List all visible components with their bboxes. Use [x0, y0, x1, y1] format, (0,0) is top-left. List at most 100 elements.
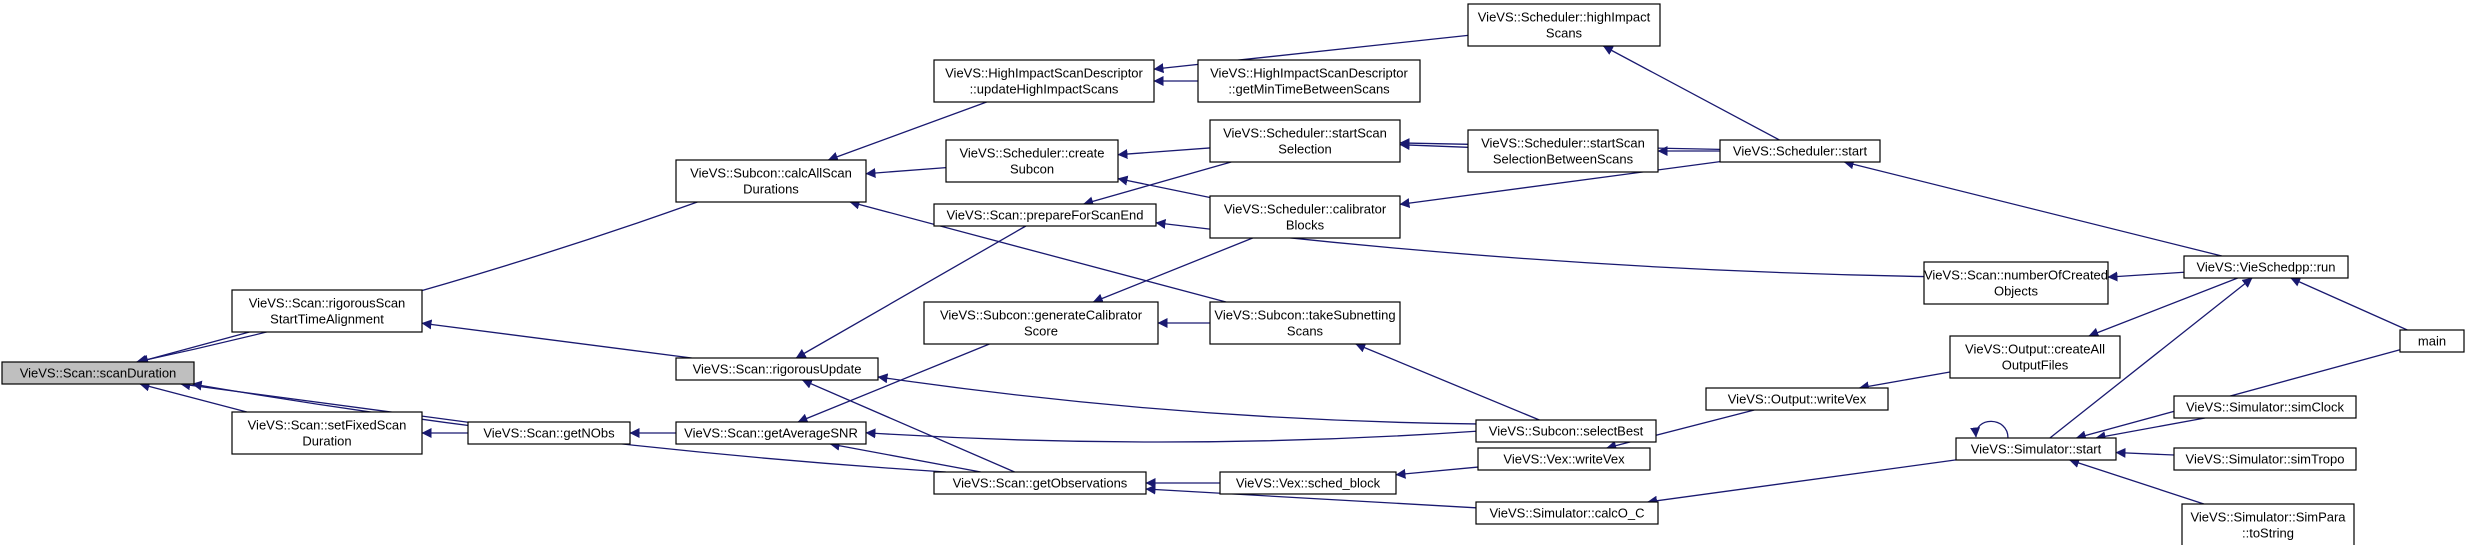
edge-rigorousScanStartTimeAlignment-to-scanDuration: [138, 331, 250, 365]
node-label-createSubcon-0: VieVS::Scheduler::create: [959, 146, 1104, 161]
node-box-updateHighImpactScans: [933, 59, 1155, 103]
node-label-simulatorStart-0: VieVS::Simulator::start: [1971, 442, 2102, 457]
node-startScanSelectionBetweenScans[interactable]: VieVS::Scheduler::startScanSelectionBetw…: [1467, 129, 1659, 173]
node-box-calibratorBlocks: [1209, 195, 1401, 239]
node-label-getAverageSNR-0: VieVS::Scan::getAverageSNR: [684, 426, 858, 441]
node-simulatorStart[interactable]: VieVS::Simulator::start: [1955, 437, 2117, 461]
node-box-simClock: [2173, 395, 2357, 419]
node-box-setFixedScanDuration: [231, 411, 423, 455]
node-rigorousScanStartTimeAlignment[interactable]: VieVS::Scan::rigorousScanStartTimeAlignm…: [231, 289, 423, 333]
edge-vieSchedppRun-to-numberOfCreatedObjects: [2107, 271, 2185, 282]
node-selectBest[interactable]: VieVS::Subcon::selectBest: [1475, 419, 1657, 443]
node-label-simParaToString-0: VieVS::Simulator::SimPara: [2190, 510, 2346, 525]
node-label-prepareForScanEnd-0: VieVS::Scan::prepareForScanEnd: [946, 208, 1143, 223]
node-getMinTimeBetweenScans[interactable]: VieVS::HighImpactScanDescriptor::getMinT…: [1197, 59, 1421, 103]
node-box-takeSubnettingScans: [1209, 301, 1401, 345]
node-label-generateCalibratorScore-0: VieVS::Subcon::generateCalibrator: [940, 308, 1143, 323]
node-label-schedulerStart-0: VieVS::Scheduler::start: [1733, 144, 1868, 159]
edge-selectBest-to-getAverageSNR: [865, 428, 1477, 443]
edge-createSubcon-to-calcAllScanDurations: [865, 166, 947, 178]
node-getAverageSNR[interactable]: VieVS::Scan::getAverageSNR: [675, 421, 867, 445]
node-label-startScanSelection-0: VieVS::Scheduler::startScan: [1223, 126, 1387, 141]
edge-prepareForScanEnd-to-rigorousUpdate: [795, 225, 1027, 359]
node-box-createSubcon: [945, 139, 1119, 183]
edge-calibratorBlocks-to-createSubcon: [1117, 175, 1211, 199]
node-label-getObservations-0: VieVS::Scan::getObservations: [953, 476, 1128, 491]
node-main[interactable]: main: [2399, 329, 2465, 353]
node-vieSchedppRun[interactable]: VieVS::VieSchedpp::run: [2183, 255, 2349, 279]
node-vexWriteVex[interactable]: VieVS::Vex::writeVex: [1477, 447, 1651, 471]
edge-layer: [136, 34, 2408, 509]
node-box-vieSchedppRun: [2183, 255, 2349, 279]
node-box-scanDuration: [1, 361, 195, 385]
node-getNObs[interactable]: VieVS::Scan::getNObs: [467, 421, 631, 445]
node-simParaToString[interactable]: VieVS::Simulator::SimPara::toString: [2181, 503, 2355, 545]
node-box-createAllOutputFiles: [1949, 335, 2121, 379]
edge-selectBest-to-rigorousUpdate: [877, 373, 1477, 425]
node-label-generateCalibratorScore-1: Score: [1024, 324, 1058, 339]
edge-vieSchedppRun-to-schedulerStart: [1843, 159, 2222, 257]
node-label-createSubcon-1: Subcon: [1010, 162, 1054, 177]
node-label-vieSchedppRun-0: VieVS::VieSchedpp::run: [2196, 260, 2335, 275]
node-simClock[interactable]: VieVS::Simulator::simClock: [2173, 395, 2357, 419]
node-label-scanDuration-0: VieVS::Scan::scanDuration: [20, 366, 177, 381]
edge-simulatorStart-to-simulatorStart: [1970, 420, 2009, 439]
edge-schedulerStart-to-highImpactScans: [1602, 45, 1780, 141]
node-box-generateCalibratorScore: [923, 301, 1159, 345]
edge-calcOC-to-getObservations: [1145, 484, 1477, 509]
node-prepareForScanEnd[interactable]: VieVS::Scan::prepareForScanEnd: [933, 203, 1157, 227]
node-label-takeSubnettingScans-0: VieVS::Subcon::takeSubnetting: [1214, 308, 1395, 323]
node-label-selectBest-0: VieVS::Subcon::selectBest: [1489, 424, 1644, 439]
edge-createAllOutputFiles-to-writeVex: [1858, 371, 1951, 392]
edge-main-to-simulatorStart: [2075, 349, 2401, 441]
edge-takeSubnettingScans-to-calcAllScanDurations: [849, 199, 1227, 303]
edge-vexWriteVex-to-schedBlock: [1395, 466, 1479, 479]
edge-setFixedScanDuration-to-scanDuration: [139, 381, 248, 413]
node-label-simClock-0: VieVS::Simulator::simClock: [2186, 400, 2344, 415]
edge-highImpactScans-to-updateHighImpactScans: [1153, 34, 1469, 74]
node-box-writeVex: [1705, 387, 1889, 411]
node-schedulerStart[interactable]: VieVS::Scheduler::start: [1719, 139, 1881, 163]
node-label-numberOfCreatedObjects-1: Objects: [1994, 284, 2039, 299]
node-writeVex[interactable]: VieVS::Output::writeVex: [1705, 387, 1889, 411]
node-label-rigorousUpdate-0: VieVS::Scan::rigorousUpdate: [693, 362, 862, 377]
node-label-calcAllScanDurations-0: VieVS::Subcon::calcAllScan: [690, 166, 852, 181]
node-box-schedBlock: [1219, 471, 1397, 495]
node-schedBlock[interactable]: VieVS::Vex::sched_block: [1219, 471, 1397, 495]
edge-simTropo-to-simulatorStart: [2115, 447, 2175, 458]
edge-simulatorStart-to-vieSchedppRun: [2049, 277, 2253, 439]
node-getObservations[interactable]: VieVS::Scan::getObservations: [933, 471, 1147, 495]
node-box-getObservations: [933, 471, 1147, 495]
edge-getObservations-to-getAverageSNR: [829, 440, 981, 473]
node-updateHighImpactScans[interactable]: VieVS::HighImpactScanDescriptor::updateH…: [933, 59, 1155, 103]
edge-writeVex-to-vexWriteVex: [1606, 409, 1755, 451]
edge-selectBest-to-takeSubnettingScans: [1355, 343, 1540, 421]
edge-schedulerStart-to-calibratorBlocks: [1399, 161, 1721, 209]
node-box-rigorousUpdate: [675, 357, 879, 381]
node-scanDuration[interactable]: VieVS::Scan::scanDuration: [1, 361, 195, 385]
node-box-startScanSelectionBetweenScans: [1467, 129, 1659, 173]
edge-vieSchedppRun-to-createAllOutputFiles: [2088, 277, 2239, 338]
node-label-takeSubnettingScans-1: Scans: [1287, 324, 1324, 339]
node-label-calcOC-0: VieVS::Simulator::calcO_C: [1489, 506, 1644, 521]
node-box-getMinTimeBetweenScans: [1197, 59, 1421, 103]
node-box-calcOC: [1475, 501, 1659, 525]
node-box-simTropo: [2173, 447, 2357, 471]
edge-calibratorBlocks-to-generateCalibratorScore: [1092, 237, 1253, 304]
node-label-getNObs-0: VieVS::Scan::getNObs: [483, 426, 615, 441]
node-calcOC[interactable]: VieVS::Simulator::calcO_C: [1475, 501, 1659, 525]
node-simTropo[interactable]: VieVS::Simulator::simTropo: [2173, 447, 2357, 471]
node-label-updateHighImpactScans-0: VieVS::HighImpactScanDescriptor: [945, 66, 1143, 81]
node-rigorousUpdate[interactable]: VieVS::Scan::rigorousUpdate: [675, 357, 879, 381]
